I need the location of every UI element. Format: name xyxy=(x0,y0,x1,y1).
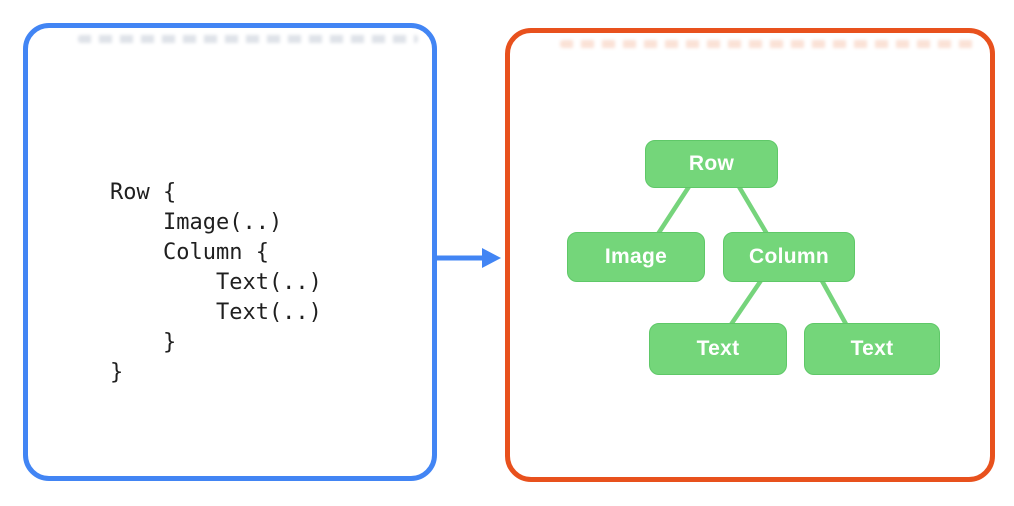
tree-node-image: Image xyxy=(567,232,705,282)
tree-node-text-1: Text xyxy=(649,323,787,375)
tree-node-row: Row xyxy=(645,140,778,188)
right-arrow-icon xyxy=(435,248,501,268)
tree-panel: Row Image Column Text Text xyxy=(505,28,995,482)
code-line: Column { xyxy=(110,240,269,265)
code-block: Row { Image(..) Column { Text(..) Text(.… xyxy=(110,178,322,388)
code-line: } xyxy=(110,330,177,355)
code-line: Text(..) xyxy=(110,270,322,295)
tree-node-column: Column xyxy=(723,232,855,282)
code-panel: Row { Image(..) Column { Text(..) Text(.… xyxy=(23,23,437,481)
tree-node-text-2: Text xyxy=(804,323,940,375)
tree-edges xyxy=(655,182,850,329)
code-line: } xyxy=(110,360,124,385)
cropped-text-artifact xyxy=(78,35,418,43)
code-line: Image(..) xyxy=(110,210,283,235)
code-line: Row { xyxy=(110,180,177,205)
cropped-text-artifact xyxy=(560,40,976,48)
code-line: Text(..) xyxy=(110,300,322,325)
